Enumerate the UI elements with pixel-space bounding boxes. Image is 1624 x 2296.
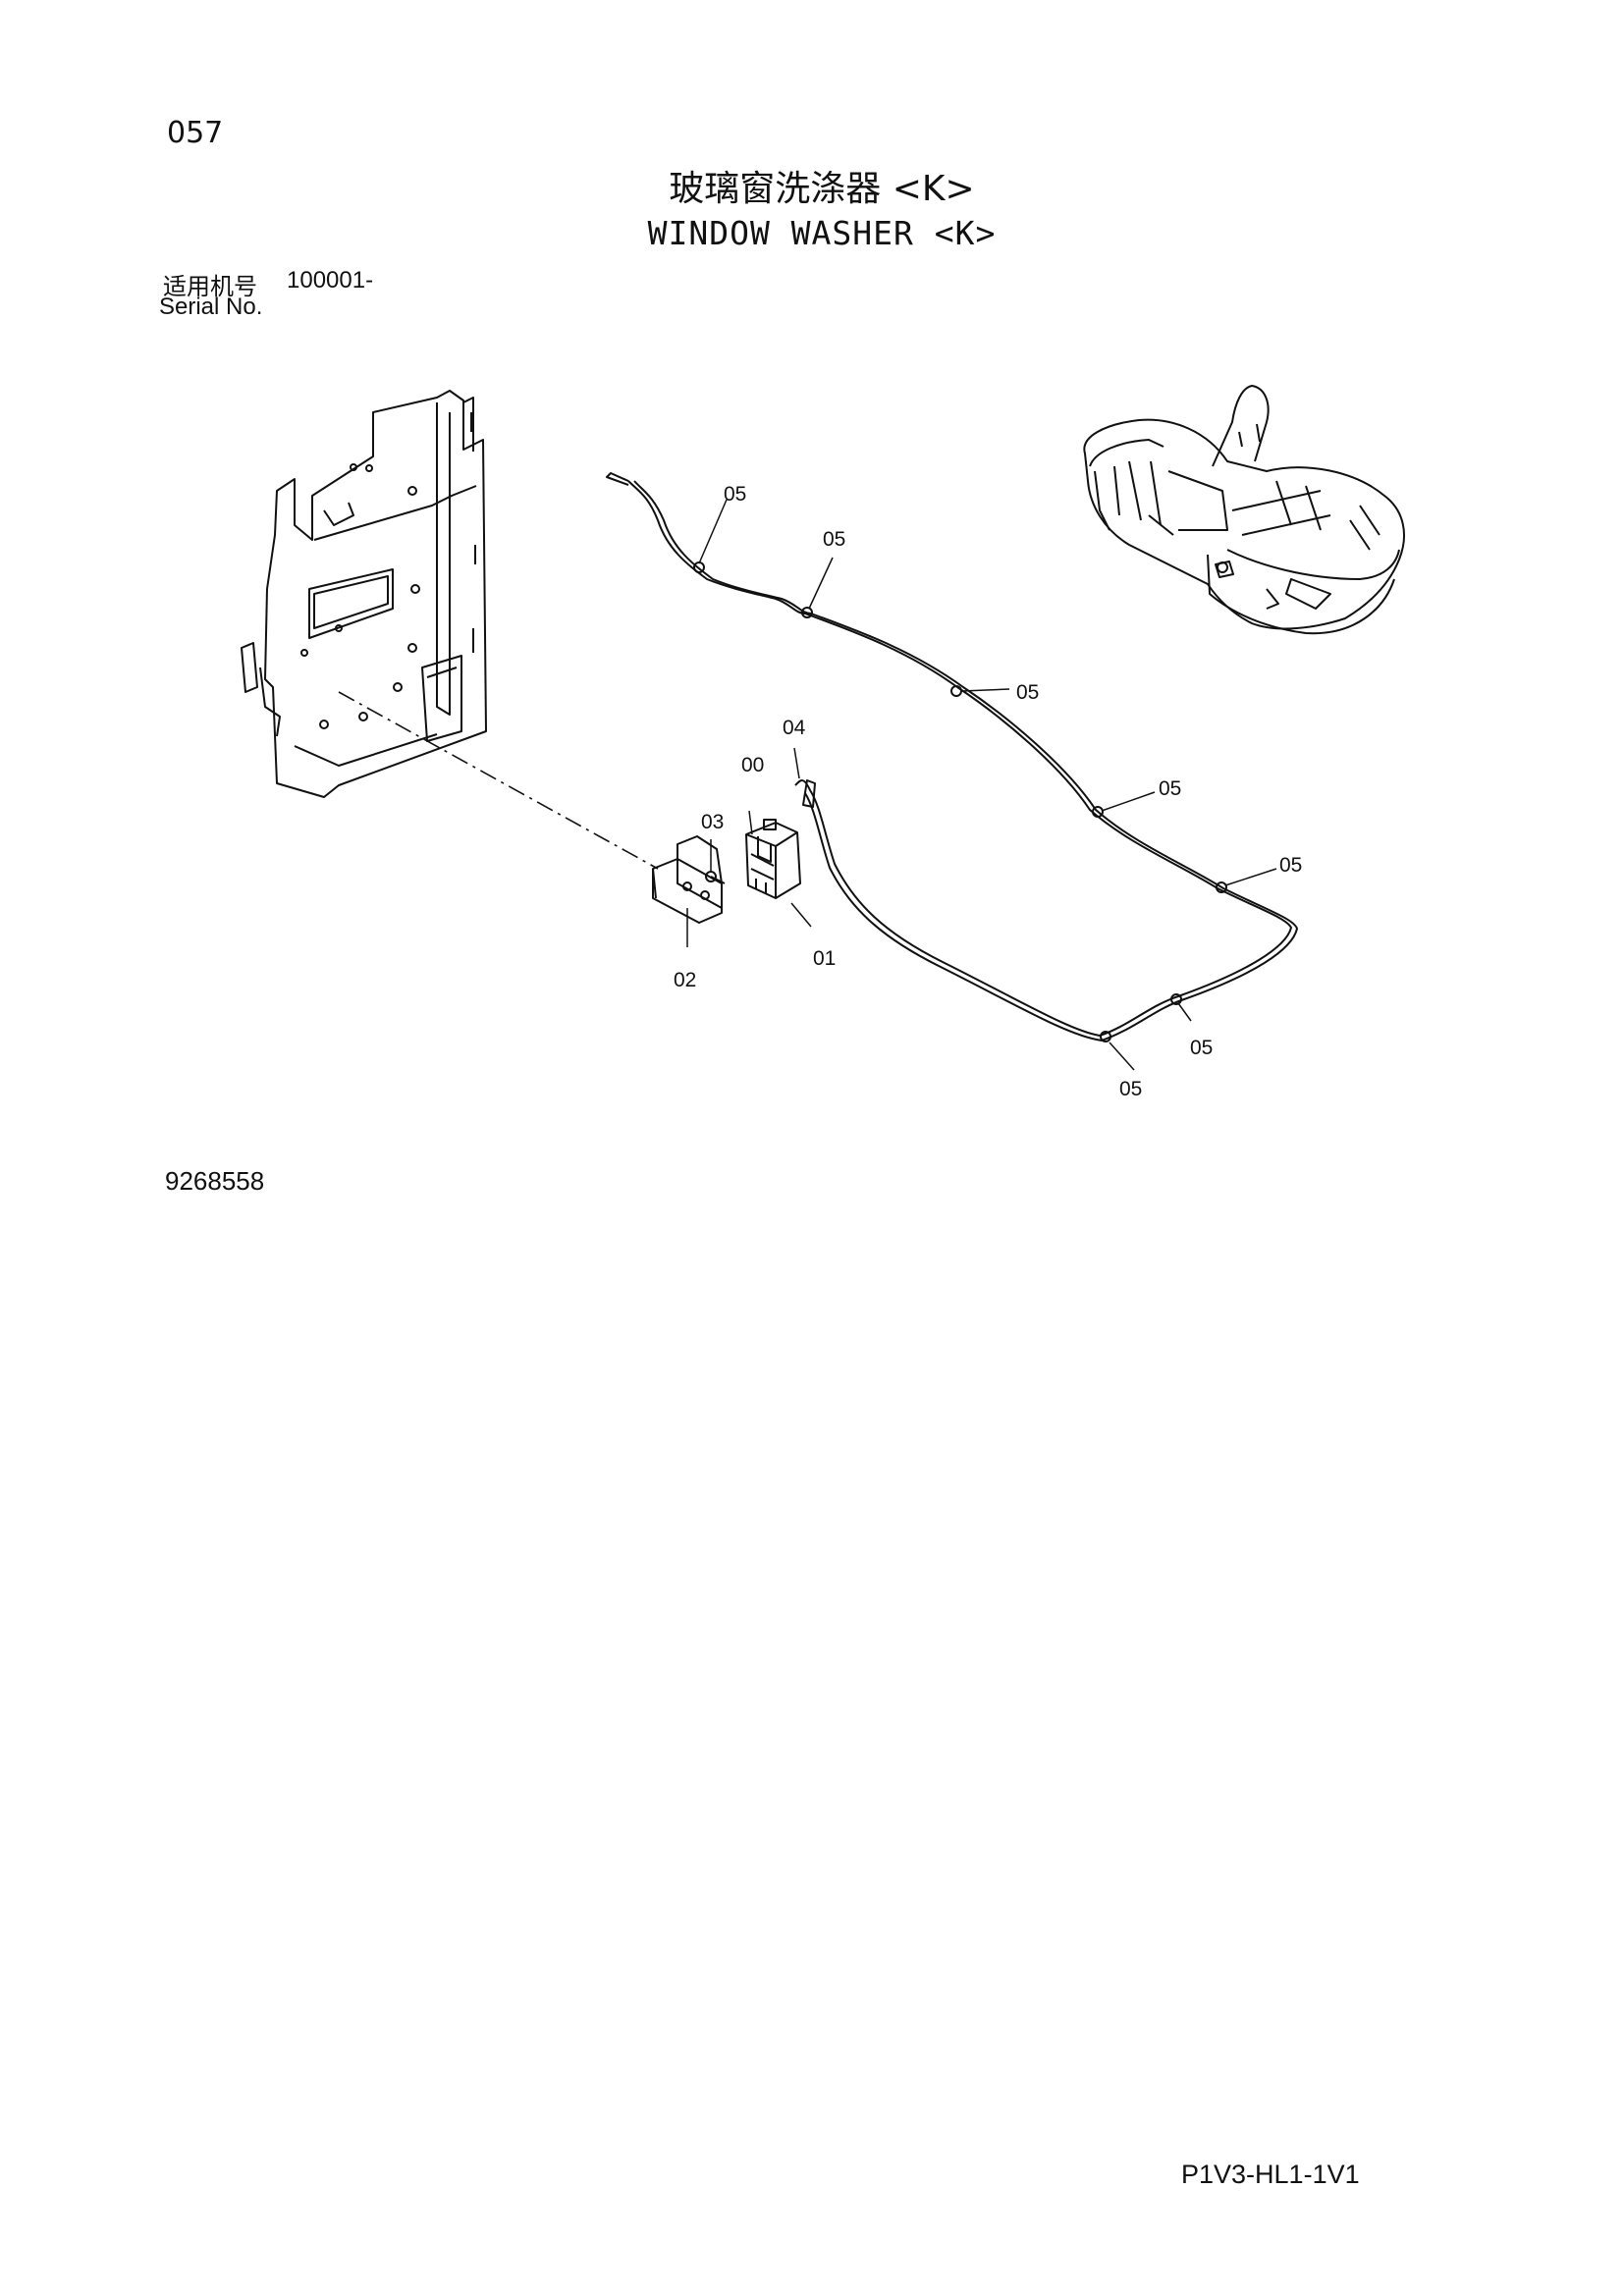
callout-05-a: 05 bbox=[724, 483, 746, 506]
callout-04: 04 bbox=[783, 717, 806, 739]
document-code: P1V3-HL1-1V1 bbox=[1181, 2160, 1360, 2189]
title-chinese: 玻璃窗洗涤器 <K> bbox=[669, 169, 975, 209]
excavator-overview-drawing bbox=[1083, 385, 1405, 635]
washer-hose-drawing bbox=[606, 472, 1298, 1042]
callout-00: 00 bbox=[741, 754, 764, 776]
callout-labels: 00 01 02 03 04 05 05 05 05 05 05 05 bbox=[674, 483, 1302, 1100]
callout-05-b: 05 bbox=[823, 528, 845, 551]
serial-label-english: Serial No. bbox=[159, 294, 263, 320]
callout-05-c: 05 bbox=[1016, 681, 1039, 704]
drawing-number: 9268558 bbox=[165, 1166, 265, 1196]
washer-tank-drawing bbox=[745, 819, 801, 899]
page-number: 057 bbox=[167, 116, 224, 150]
callout-05-f: 05 bbox=[1190, 1037, 1213, 1059]
serial-label-chinese: 适用机号 bbox=[163, 273, 257, 300]
serial-number-value: 100001- bbox=[287, 267, 374, 294]
title-english: WINDOW WASHER <K> bbox=[647, 214, 997, 252]
mounting-dash-line bbox=[338, 691, 659, 870]
callout-01: 01 bbox=[813, 947, 836, 970]
callout-05-d: 05 bbox=[1159, 777, 1181, 800]
callout-leader-lines bbox=[686, 499, 1277, 1071]
callout-02: 02 bbox=[674, 969, 696, 991]
cab-rear-panel-drawing bbox=[241, 390, 487, 798]
callout-03: 03 bbox=[701, 811, 724, 833]
callout-05-e: 05 bbox=[1279, 854, 1302, 877]
bracket-drawing bbox=[652, 835, 723, 924]
callout-05-g: 05 bbox=[1119, 1078, 1142, 1100]
